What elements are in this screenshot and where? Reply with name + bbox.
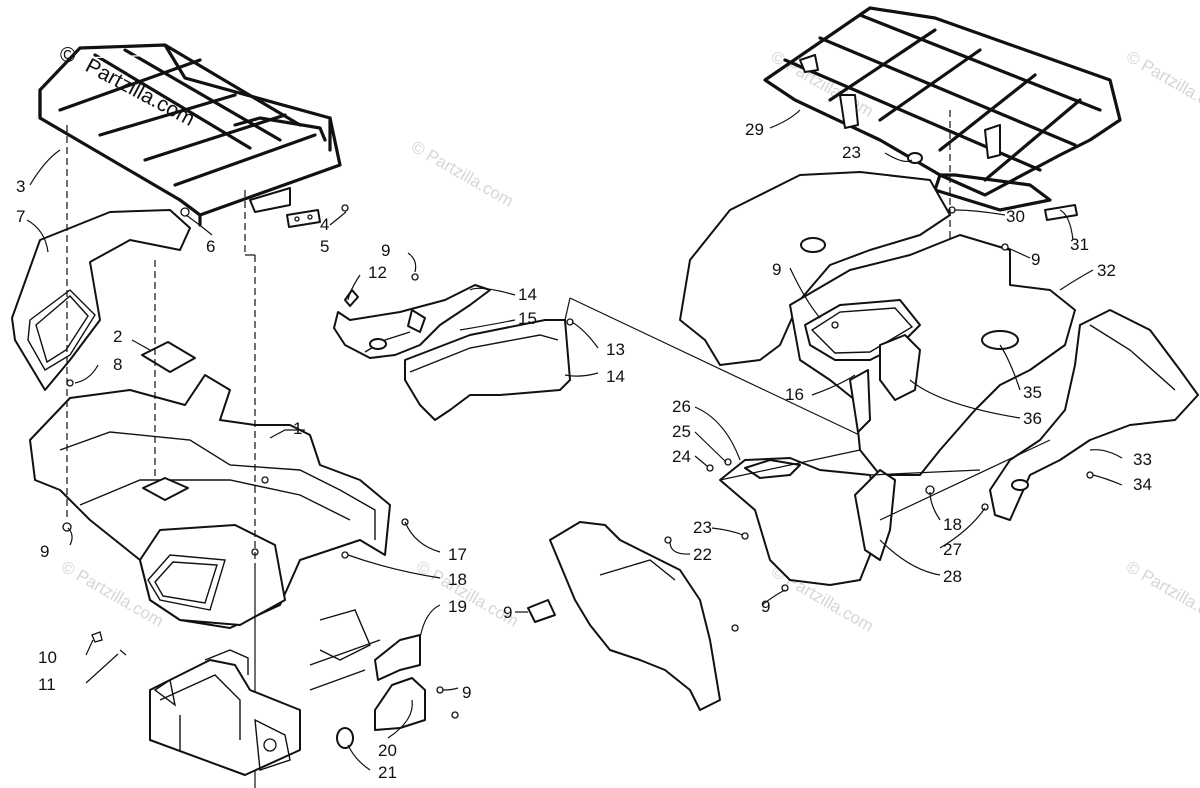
callout-21: 21 — [378, 763, 397, 782]
callout-30: 30 — [1006, 207, 1025, 226]
callout-15: 15 — [518, 309, 537, 328]
front-fender — [29, 374, 409, 629]
callout-14: 14 — [518, 285, 537, 304]
callout-34: 34 — [1133, 475, 1152, 494]
watermark: © Partzilla.com — [1123, 47, 1200, 121]
callout-7: 7 — [16, 207, 25, 226]
callout-31: 31 — [1070, 235, 1089, 254]
callout-29: 29 — [745, 120, 764, 139]
brackets-19-20 — [309, 609, 459, 749]
rear-lower-panels — [527, 457, 1029, 711]
callout-9: 9 — [462, 683, 471, 702]
watermark: © Partzilla.com — [408, 137, 517, 211]
copyright-symbol: © — [60, 44, 76, 67]
front-rack — [38, 43, 342, 227]
pad-2 — [141, 341, 196, 373]
callout-6: 6 — [206, 237, 215, 256]
callout-16: 16 — [785, 385, 804, 404]
callouts: 1 2 3 4 5 6 7 8 9 9 9 9 9 9 9 10 11 12 1… — [16, 120, 1152, 782]
bracket-4-5 — [286, 204, 349, 228]
callout-9: 9 — [761, 597, 770, 616]
callout-9: 9 — [381, 241, 390, 260]
callout-28: 28 — [943, 567, 962, 586]
callout-23: 23 — [693, 518, 712, 537]
side-panel — [333, 273, 574, 421]
watermark: © Partzilla.com — [768, 47, 877, 121]
callout-20: 20 — [378, 741, 397, 760]
callout-24: 24 — [672, 447, 691, 466]
callout-25: 25 — [672, 422, 691, 441]
callout-17: 17 — [448, 545, 467, 564]
callout-13: 13 — [606, 340, 625, 359]
callout-3: 3 — [16, 177, 25, 196]
rear-fender — [679, 152, 1076, 476]
callout-33: 33 — [1133, 450, 1152, 469]
callout-18: 18 — [448, 570, 467, 589]
callout-4: 4 — [320, 215, 329, 234]
callout-11: 11 — [38, 675, 56, 694]
brand-logo: © Partzilla.com — [60, 44, 199, 131]
callout-27: 27 — [943, 540, 962, 559]
callout-18: 18 — [943, 515, 962, 534]
callout-5: 5 — [320, 237, 329, 256]
rear-flare — [989, 309, 1199, 521]
callout-9: 9 — [40, 542, 49, 561]
callout-22: 22 — [693, 545, 712, 564]
rear-rack — [763, 6, 1122, 221]
callout-32: 32 — [1097, 261, 1116, 280]
callout-2: 2 — [113, 327, 122, 346]
callout-12: 12 — [368, 263, 387, 282]
callout-35: 35 — [1023, 383, 1042, 402]
callout-8: 8 — [113, 355, 122, 374]
frame-mount — [149, 649, 301, 776]
callout-23: 23 — [842, 143, 861, 162]
watermark: © Partzilla.com — [1123, 557, 1200, 631]
callout-9: 9 — [1031, 250, 1040, 269]
callout-26: 26 — [672, 397, 691, 416]
callout-14: 14 — [606, 367, 625, 386]
callout-10: 10 — [38, 648, 57, 667]
callout-9: 9 — [503, 603, 512, 622]
callout-9: 9 — [772, 260, 781, 279]
callout-19: 19 — [448, 597, 467, 616]
callout-36: 36 — [1023, 409, 1042, 428]
front-fascia — [11, 209, 191, 391]
callout-1: 1 — [293, 419, 302, 438]
callout-leaders — [26, 109, 1123, 771]
